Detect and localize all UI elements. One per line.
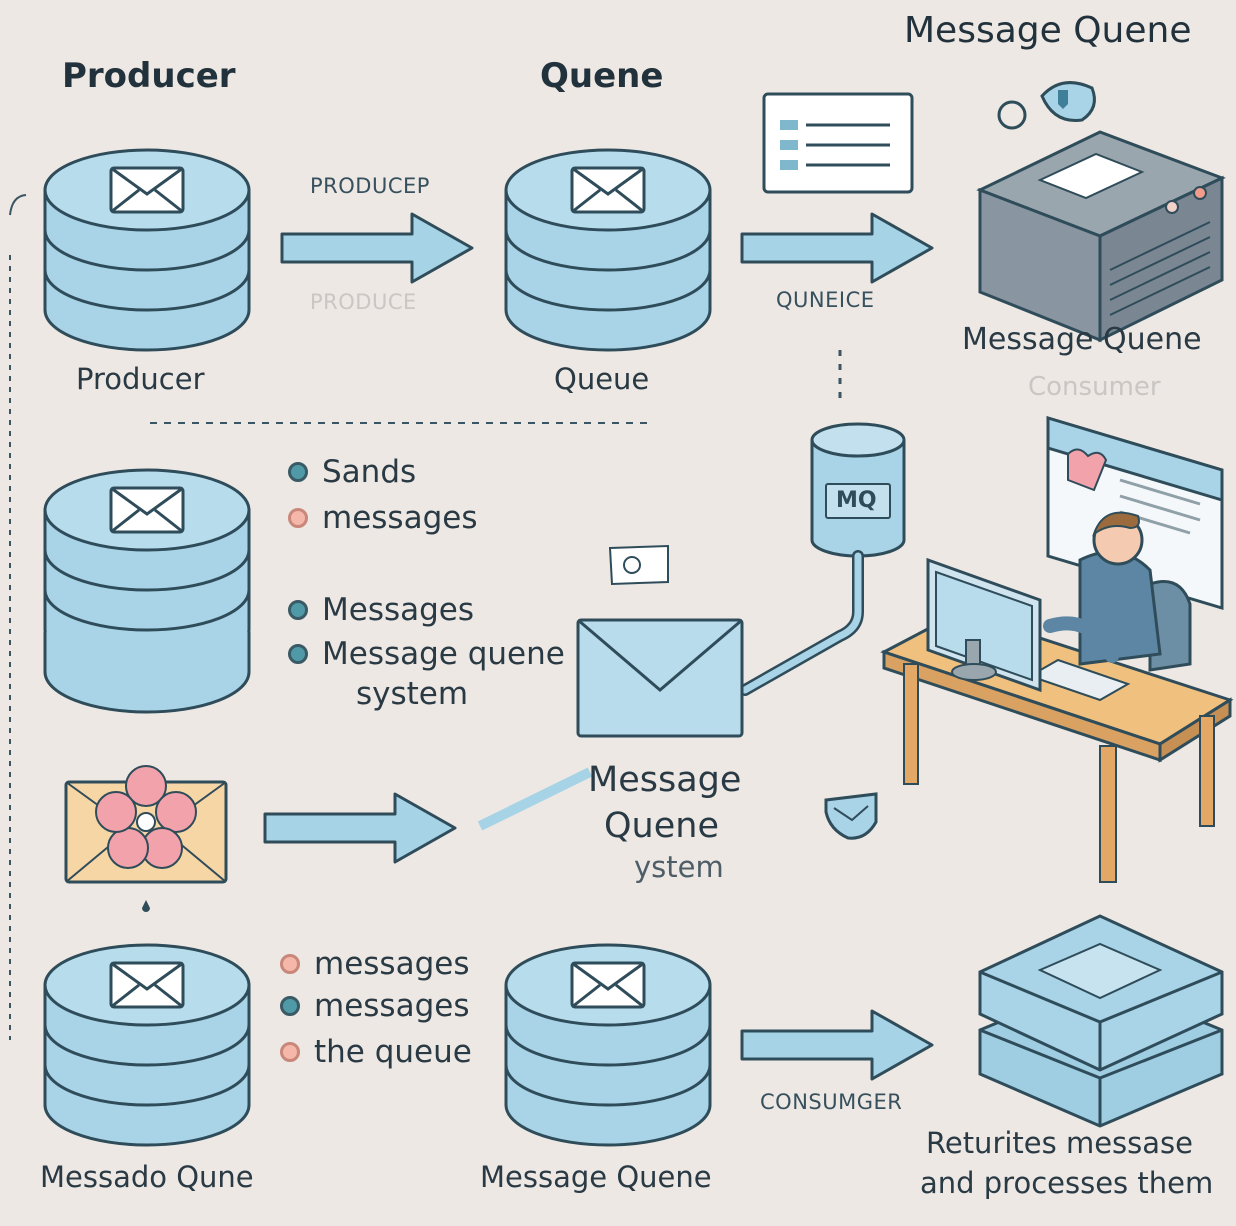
producer-caption: Producer	[76, 362, 205, 396]
middle-cylinder-extra-layer	[43, 632, 251, 714]
bullet-text: Messages	[322, 592, 475, 628]
bullet-text: messages	[314, 946, 470, 982]
server-caption-faded: Consumer	[1028, 372, 1161, 402]
bottom-left-caption: Messado Qune	[40, 1160, 254, 1194]
shield-icon	[997, 81, 1096, 130]
system-line-3: ystem	[634, 850, 724, 884]
consumer-arrow-label: CONSUMGER	[760, 1090, 903, 1114]
queue-caption: Queue	[554, 362, 650, 396]
heading-message-queue: Message Quene	[904, 10, 1192, 51]
bullet-dot-icon	[280, 954, 300, 974]
arrow-queue-to-server	[740, 212, 934, 284]
badge-icon	[608, 544, 669, 586]
bullet-dot-icon	[288, 462, 308, 482]
arrow-to-consumer	[740, 1009, 934, 1081]
queue-cylinder	[504, 148, 712, 352]
rail-hook	[9, 194, 27, 216]
bullet-item: the queue	[280, 1034, 472, 1070]
bottom-mid-cylinder	[504, 943, 712, 1147]
bullet-item: messages	[288, 500, 477, 536]
bullet-dot-icon	[288, 600, 308, 620]
bullet-continuation: system	[356, 676, 469, 712]
bullet-item: Sands	[288, 454, 416, 490]
consumer-caption-line-1: Returites messase	[926, 1126, 1193, 1160]
bullet-item: Message quene	[288, 636, 583, 672]
envelope-icon	[576, 618, 744, 738]
arrow-producer-to-queue	[280, 212, 474, 284]
bullet-text: Sands	[322, 454, 417, 490]
system-line-2: Quene	[604, 806, 719, 846]
bullet-dot-icon	[288, 508, 308, 528]
bullet-dot-icon	[280, 1042, 300, 1062]
heading-queue: Quene	[540, 56, 664, 96]
bullet-item: Messages	[288, 592, 474, 628]
server-caption: Message Quene	[962, 322, 1202, 357]
bullet-text: messages	[322, 500, 478, 536]
workstation-illustration	[880, 511, 1234, 883]
bullet-text: Message quene	[322, 636, 565, 672]
bullet-item: messages	[280, 946, 469, 982]
bottom-mid-caption: Message Quene	[480, 1160, 712, 1194]
bullet-text: messages	[314, 988, 470, 1024]
heading-producer: Producer	[62, 56, 236, 96]
mq-database-icon	[739, 422, 906, 696]
arrow-label-produce: PRODUCEP	[310, 174, 430, 198]
consumer-caption-line-2: and processes them	[920, 1166, 1214, 1200]
bullet-text: the queue	[314, 1034, 472, 1070]
flower-envelope-icon	[64, 765, 228, 912]
bullet-dot-icon	[288, 644, 308, 664]
arrow-label-produce-faded: PRODUCE	[310, 290, 417, 314]
arrow-label-queue: QUNEICE	[776, 288, 875, 312]
arrow-envelope-to-system	[263, 792, 457, 864]
bullet-item: messages	[280, 988, 469, 1024]
server-icon	[976, 130, 1226, 343]
consumer-platform-icon	[978, 914, 1224, 1128]
producer-cylinder	[43, 148, 251, 352]
system-line-1: Message	[588, 760, 742, 800]
connector-to-system	[477, 767, 593, 831]
bullet-dot-icon	[280, 996, 300, 1016]
mq-label: MQ	[836, 488, 877, 513]
small-shield-icon	[824, 792, 878, 840]
document-card-icon	[762, 92, 914, 194]
bottom-left-cylinder	[43, 943, 251, 1147]
